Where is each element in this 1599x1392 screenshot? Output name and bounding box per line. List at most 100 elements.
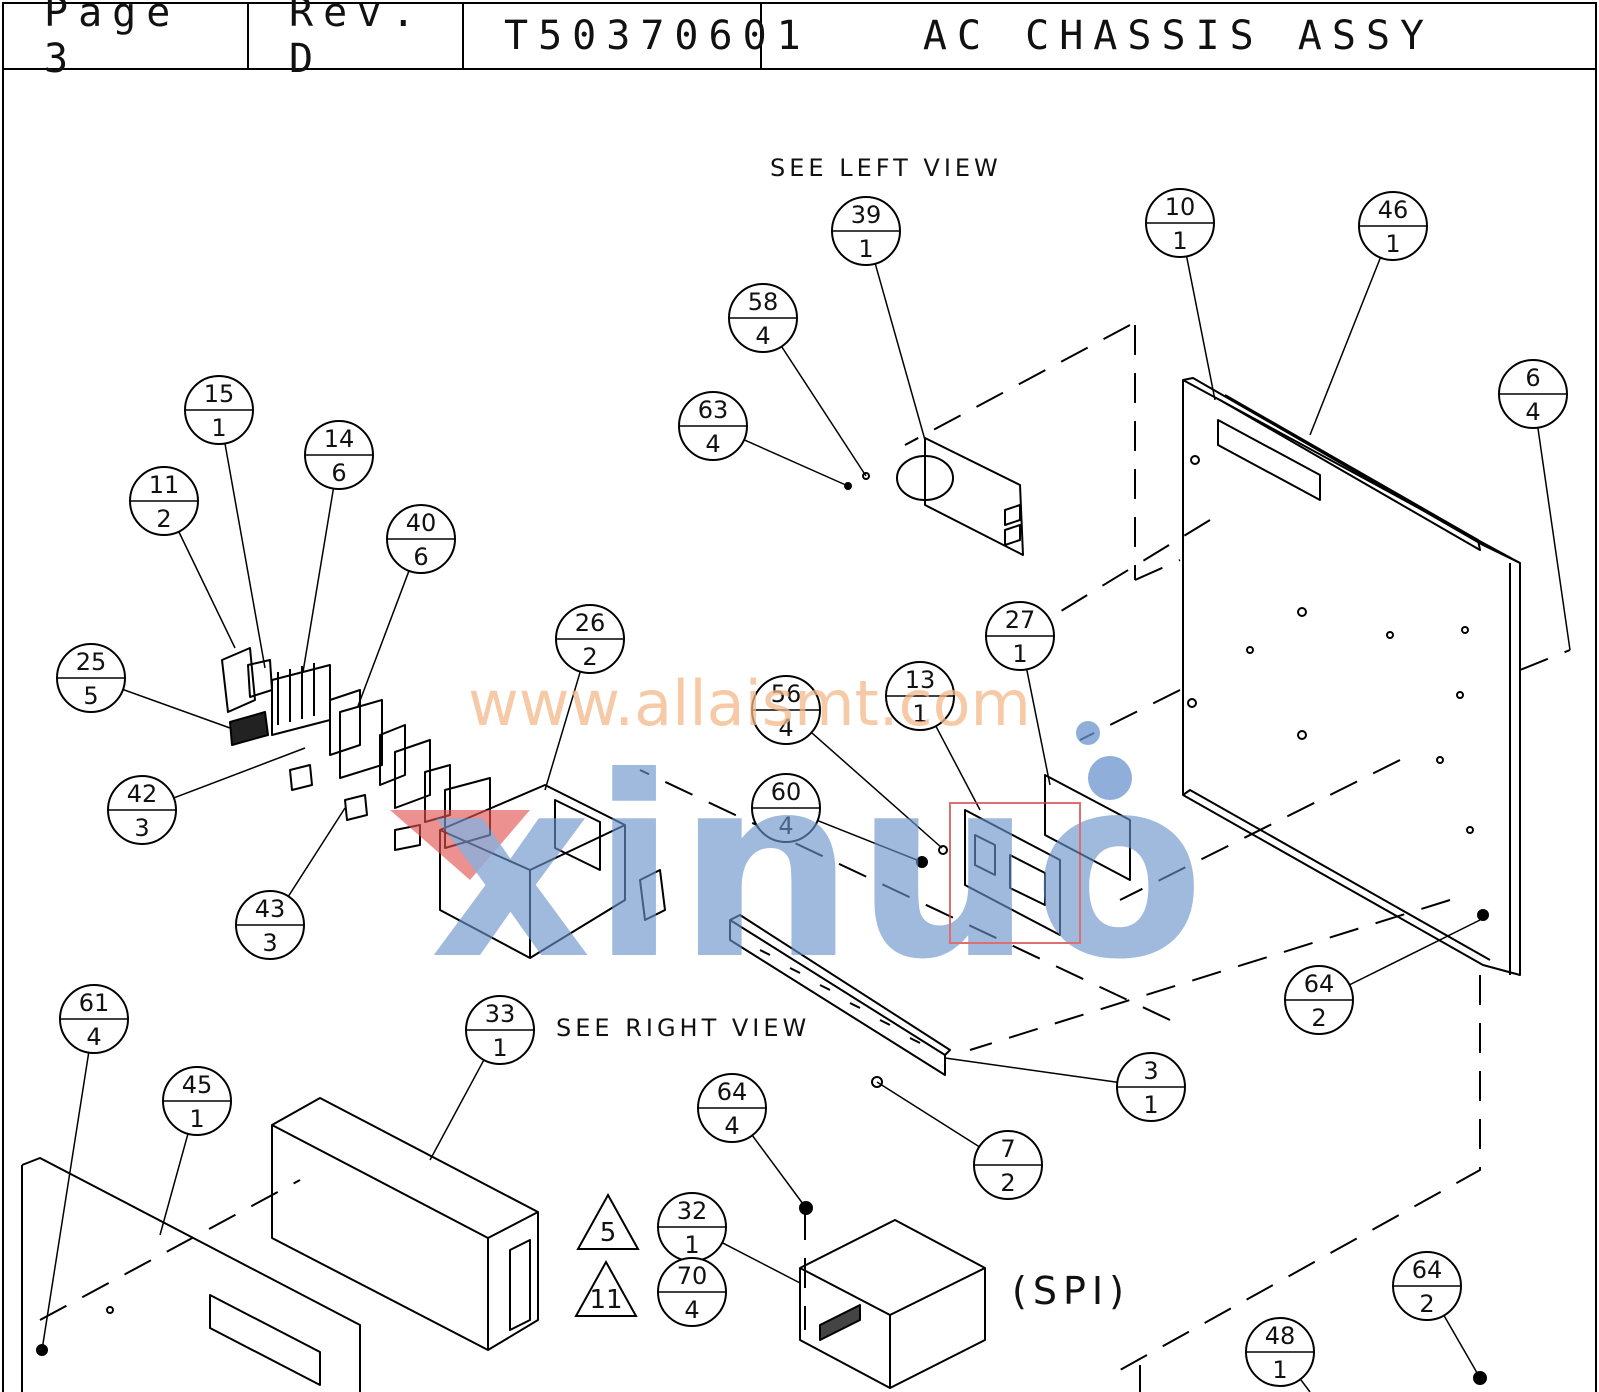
balloon-quantity: 1 <box>912 700 927 728</box>
balloon-item-number: 26 <box>575 609 606 637</box>
part-number: T50370601 <box>464 4 801 68</box>
back-plate <box>1182 377 1521 976</box>
item-balloon-14: 146 <box>304 420 374 490</box>
item-balloon-11: 112 <box>129 466 199 536</box>
balloon-item-number: 15 <box>204 380 235 408</box>
leader-line <box>302 488 335 673</box>
item-balloon-32: 321 <box>657 1192 727 1262</box>
balloon-quantity: 4 <box>86 1023 101 1051</box>
see-left-view-note: SEE LEFT VIEW <box>770 154 1002 182</box>
leader-line <box>287 807 346 897</box>
leader-line <box>357 570 410 707</box>
balloon-item-number: 14 <box>324 425 355 453</box>
balloon-item-number: 48 <box>1265 1322 1296 1350</box>
leader-line <box>743 439 849 487</box>
balloon-item-number: 43 <box>255 895 286 923</box>
leader-line <box>178 531 236 649</box>
balloon-item-number: 32 <box>677 1197 708 1225</box>
watermark-logo: xinuo <box>430 723 1205 1014</box>
balloon-item-number: 42 <box>127 780 158 808</box>
leader-line <box>874 263 926 441</box>
balloon-item-number: 64 <box>1412 1256 1443 1284</box>
power-supply-module <box>271 1097 539 1351</box>
balloon-quantity: 6 <box>413 543 428 571</box>
drawing-frame <box>2 68 1597 1392</box>
leader-line <box>1299 1378 1311 1392</box>
spi-module <box>799 1201 986 1389</box>
leader-line <box>817 819 923 863</box>
leader-line <box>876 1081 980 1148</box>
balloon-quantity: 2 <box>1419 1290 1434 1318</box>
item-balloon-7: 72 <box>973 1130 1043 1200</box>
leader-line <box>935 725 981 811</box>
balloon-item-number: 45 <box>182 1071 213 1099</box>
item-balloon-27: 271 <box>985 601 1055 671</box>
item-balloon-33: 331 <box>465 995 535 1065</box>
balloon-item-number: 10 <box>1165 193 1196 221</box>
balloon-quantity: 4 <box>778 812 793 840</box>
balloon-item-number: 64 <box>717 1078 748 1106</box>
balloon-quantity: 1 <box>492 1034 507 1062</box>
balloon-quantity: 1 <box>1012 640 1027 668</box>
balloon-quantity: 4 <box>705 430 720 458</box>
balloon-quantity: 3 <box>134 814 149 842</box>
leader-line <box>751 1134 807 1209</box>
item-balloon-42: 423 <box>107 775 177 845</box>
balloon-item-number: 33 <box>485 1000 516 1028</box>
leader-line <box>1537 427 1571 651</box>
item-balloon-25: 255 <box>56 643 126 713</box>
balloon-quantity: 4 <box>724 1112 739 1140</box>
item-balloon-45: 451 <box>162 1066 232 1136</box>
balloon-item-number: 63 <box>698 396 729 424</box>
item-balloon-61: 614 <box>59 984 129 1054</box>
xinuo-logo: xinuo <box>390 721 1205 1014</box>
balloon-quantity: 4 <box>684 1296 699 1324</box>
balloon-item-number: 6 <box>1525 364 1540 392</box>
balloon-quantity: 1 <box>1143 1091 1158 1119</box>
balloon-quantity: 2 <box>1000 1169 1015 1197</box>
leader-line <box>41 1052 90 1351</box>
triangle-note-5: 5 <box>576 1192 640 1250</box>
item-balloon-3: 31 <box>1116 1052 1186 1122</box>
balloon-quantity: 1 <box>1385 230 1400 258</box>
leader-line <box>173 747 306 799</box>
balloon-item-number: 64 <box>1304 970 1335 998</box>
leader-line <box>159 1133 189 1236</box>
triangle-note-number: 11 <box>589 1285 622 1315</box>
balloon-quantity: 4 <box>778 714 793 742</box>
balloon-item-number: 13 <box>905 666 936 694</box>
item-balloon-64: 644 <box>697 1073 767 1143</box>
balloon-item-number: 7 <box>1000 1135 1015 1163</box>
balloon-quantity: 1 <box>858 235 873 263</box>
balloon-item-number: 40 <box>406 509 437 537</box>
balloon-item-number: 11 <box>149 471 180 499</box>
item-balloon-26: 262 <box>555 604 625 674</box>
item-balloon-43: 433 <box>235 890 305 960</box>
balloon-item-number: 39 <box>851 201 882 229</box>
item-balloon-56: 564 <box>751 675 821 745</box>
balloon-quantity: 2 <box>156 505 171 533</box>
pcb-board <box>844 437 1024 556</box>
balloon-quantity: 2 <box>582 643 597 671</box>
balloon-item-number: 27 <box>1005 606 1036 634</box>
leader-line <box>810 731 943 849</box>
leader-line <box>1349 919 1481 986</box>
balloon-item-number: 25 <box>76 648 107 676</box>
item-balloon-13: 131 <box>885 661 955 731</box>
balloon-item-number: 61 <box>79 989 110 1017</box>
leader-line <box>1025 669 1051 786</box>
construction-lines <box>39 324 1571 1371</box>
leader-line <box>721 1241 801 1284</box>
balloon-quantity: 1 <box>211 414 226 442</box>
item-balloon-10: 101 <box>1145 188 1215 258</box>
item-balloon-46: 461 <box>1358 191 1428 261</box>
balloon-quantity: 1 <box>684 1231 699 1259</box>
balloon-item-number: 58 <box>748 288 779 316</box>
item-balloon-40: 406 <box>386 504 456 574</box>
see-right-view-note: SEE RIGHT VIEW <box>556 1014 810 1042</box>
item-balloon-70: 704 <box>657 1257 727 1327</box>
item-balloon-60: 604 <box>751 773 821 843</box>
leader-line <box>1309 257 1382 436</box>
watermark: www.allaismt.com xinuo <box>390 667 1205 1014</box>
